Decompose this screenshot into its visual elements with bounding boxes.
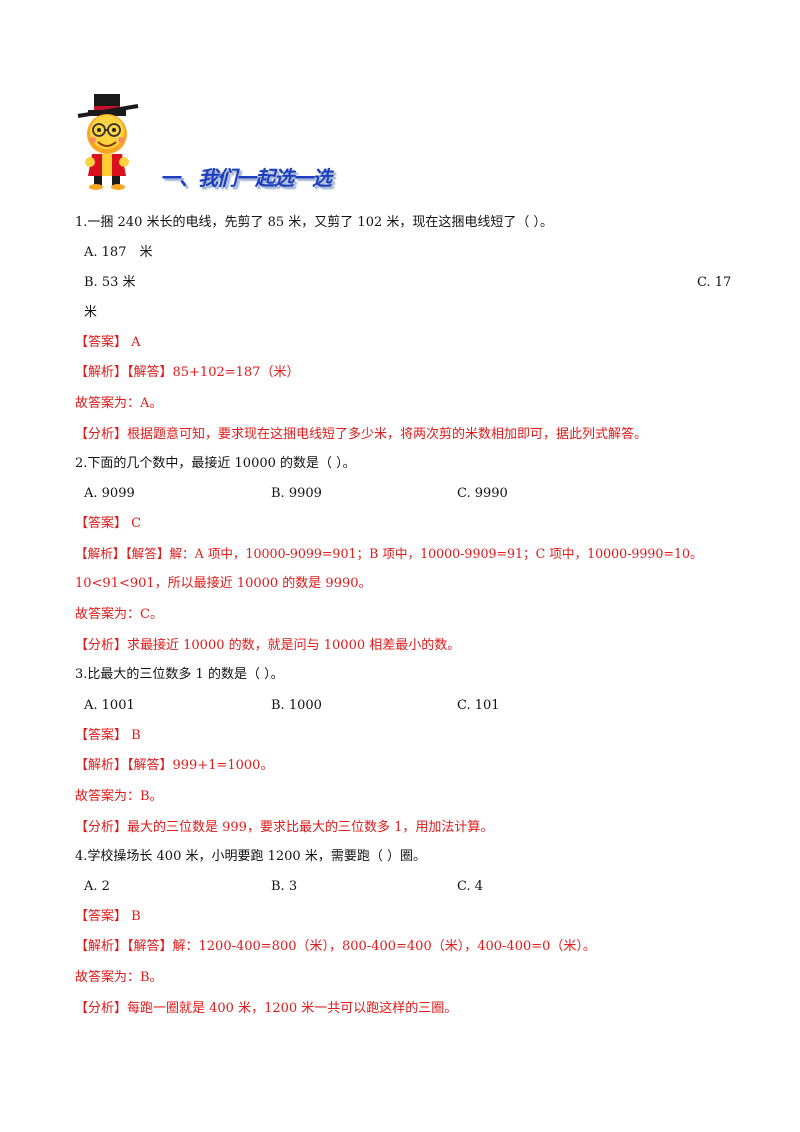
- question-1-conclusion: 故答案为：A。: [75, 396, 163, 411]
- question-3-conclusion: 故答案为：B。: [75, 789, 163, 804]
- question-1-option-a: A. 187 米: [84, 245, 153, 260]
- question-1-stem: 1.一捆 240 米长的电线，先剪了 85 米，又剪了 102 米，现在这捆电线…: [75, 215, 553, 230]
- question-4-option-c: C. 4: [457, 879, 484, 894]
- question-2-option-c: C. 9990: [457, 486, 508, 501]
- question-2-method: 【分析】求最接近 10000 的数，就是问与 10000 相差最小的数。: [75, 638, 461, 653]
- section-title: 一、我们一起选一选: [160, 166, 332, 190]
- question-3-stem: 3.比最大的三位数多 1 的数是（ ）。: [75, 667, 284, 682]
- question-4-stem: 4.学校操场长 400 米，小明要跑 1200 米，需要跑（ ）圈。: [75, 849, 426, 864]
- question-1-option-c: C. 17: [697, 275, 732, 290]
- section-header: 一、我们一起选一选: [76, 92, 376, 192]
- question-1-answer: 【答案】 A: [75, 335, 141, 350]
- question-3-option-c: C. 101: [457, 698, 500, 713]
- question-3-option-b: B. 1000: [271, 698, 322, 713]
- question-2-stem: 2.下面的几个数中，最接近 10000 的数是（ ）。: [75, 456, 356, 471]
- question-4-answer: 【答案】 B: [75, 909, 141, 924]
- question-2-option-a: A. 9099: [84, 486, 135, 501]
- question-2-option-b: B. 9909: [271, 486, 322, 501]
- question-4-option-b: B. 3: [271, 879, 298, 894]
- question-1-analysis: 【解析】【解答】85+102=187（米）: [75, 365, 300, 380]
- question-1-option-b: B. 53 米: [84, 275, 136, 290]
- question-2-answer: 【答案】 C: [75, 516, 142, 531]
- question-2-analysis-continued: 10<91<901，所以最接近 10000 的数是 9990。: [75, 576, 372, 591]
- question-4-conclusion: 故答案为：B。: [75, 970, 163, 985]
- mascot-icon: [77, 94, 139, 190]
- question-4-analysis: 【解析】【解答】解：1200-400=800（米），800-400=400（米）…: [75, 939, 596, 954]
- question-3-answer: 【答案】 B: [75, 728, 141, 743]
- question-3-option-a: A. 1001: [84, 698, 135, 713]
- question-4-method: 【分析】每跑一圈就是 400 米，1200 米一共可以跑这样的三圈。: [75, 1001, 458, 1016]
- question-3-method: 【分析】最大的三位数是 999，要求比最大的三位数多 1，用加法计算。: [75, 820, 494, 835]
- question-3-analysis: 【解析】【解答】999+1=1000。: [75, 758, 274, 773]
- question-2-conclusion: 故答案为：C。: [75, 607, 163, 622]
- question-1-option-c-unit: 米: [84, 305, 98, 320]
- question-1-method: 【分析】根据题意可知，要求现在这捆电线短了多少米，将两次剪的米数相加即可，据此列…: [75, 427, 648, 442]
- question-4-option-a: A. 2: [84, 879, 110, 894]
- question-2-analysis: 【解析】【解答】解：A 项中，10000-9099=901；B 项中，10000…: [75, 546, 703, 561]
